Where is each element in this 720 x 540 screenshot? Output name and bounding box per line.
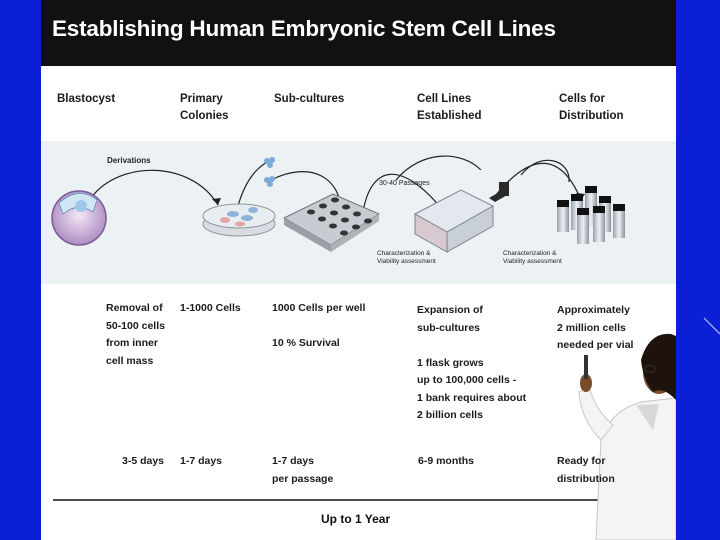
detail-sub-cultures: 1000 Cells per well 10 % Survival bbox=[272, 300, 365, 353]
duration-cell-lines: 6-9 months bbox=[418, 453, 474, 471]
detail-distribution: Approximately 2 million cells needed per… bbox=[557, 302, 633, 355]
timeline-arrow bbox=[53, 495, 671, 505]
cell-clumps bbox=[264, 157, 275, 187]
timeline-label: Up to 1 Year bbox=[321, 512, 390, 526]
derivations-label: Derivations bbox=[107, 156, 151, 165]
culture-flask-illustration bbox=[415, 182, 509, 252]
slide: Establishing Human Embryonic Stem Cell L… bbox=[41, 0, 676, 540]
duration-blastocyst: 3-5 days bbox=[122, 453, 164, 471]
arrow-blastocyst-to-colony bbox=[91, 170, 218, 205]
duration-distribution: Ready for distribution bbox=[557, 453, 615, 488]
duration-primary-colonies: 1-7 days bbox=[180, 453, 222, 471]
detail-blastocyst: Removal of 50-100 cells from inner cell … bbox=[106, 300, 165, 370]
passages-label: 30-40 Passages bbox=[379, 180, 430, 188]
duration-sub-cultures: 1-7 days per passage bbox=[272, 453, 333, 488]
detail-primary-colonies: 1-1000 Cells bbox=[180, 300, 241, 318]
blastocyst-illustration bbox=[52, 191, 106, 245]
assessment-label-1: Characterization & Viability assessment bbox=[377, 250, 436, 266]
arrow-passages-loop bbox=[396, 156, 481, 180]
arrow-colony-to-pick bbox=[238, 160, 272, 206]
petri-dish-illustration bbox=[203, 204, 275, 236]
scientist-illustration bbox=[579, 334, 676, 540]
vials-illustration bbox=[557, 186, 625, 244]
detail-cell-lines: Expansion of sub-cultures 1 flask grows … bbox=[417, 302, 526, 425]
assessment-label-2: Characterization & Viability assessment bbox=[503, 250, 562, 266]
